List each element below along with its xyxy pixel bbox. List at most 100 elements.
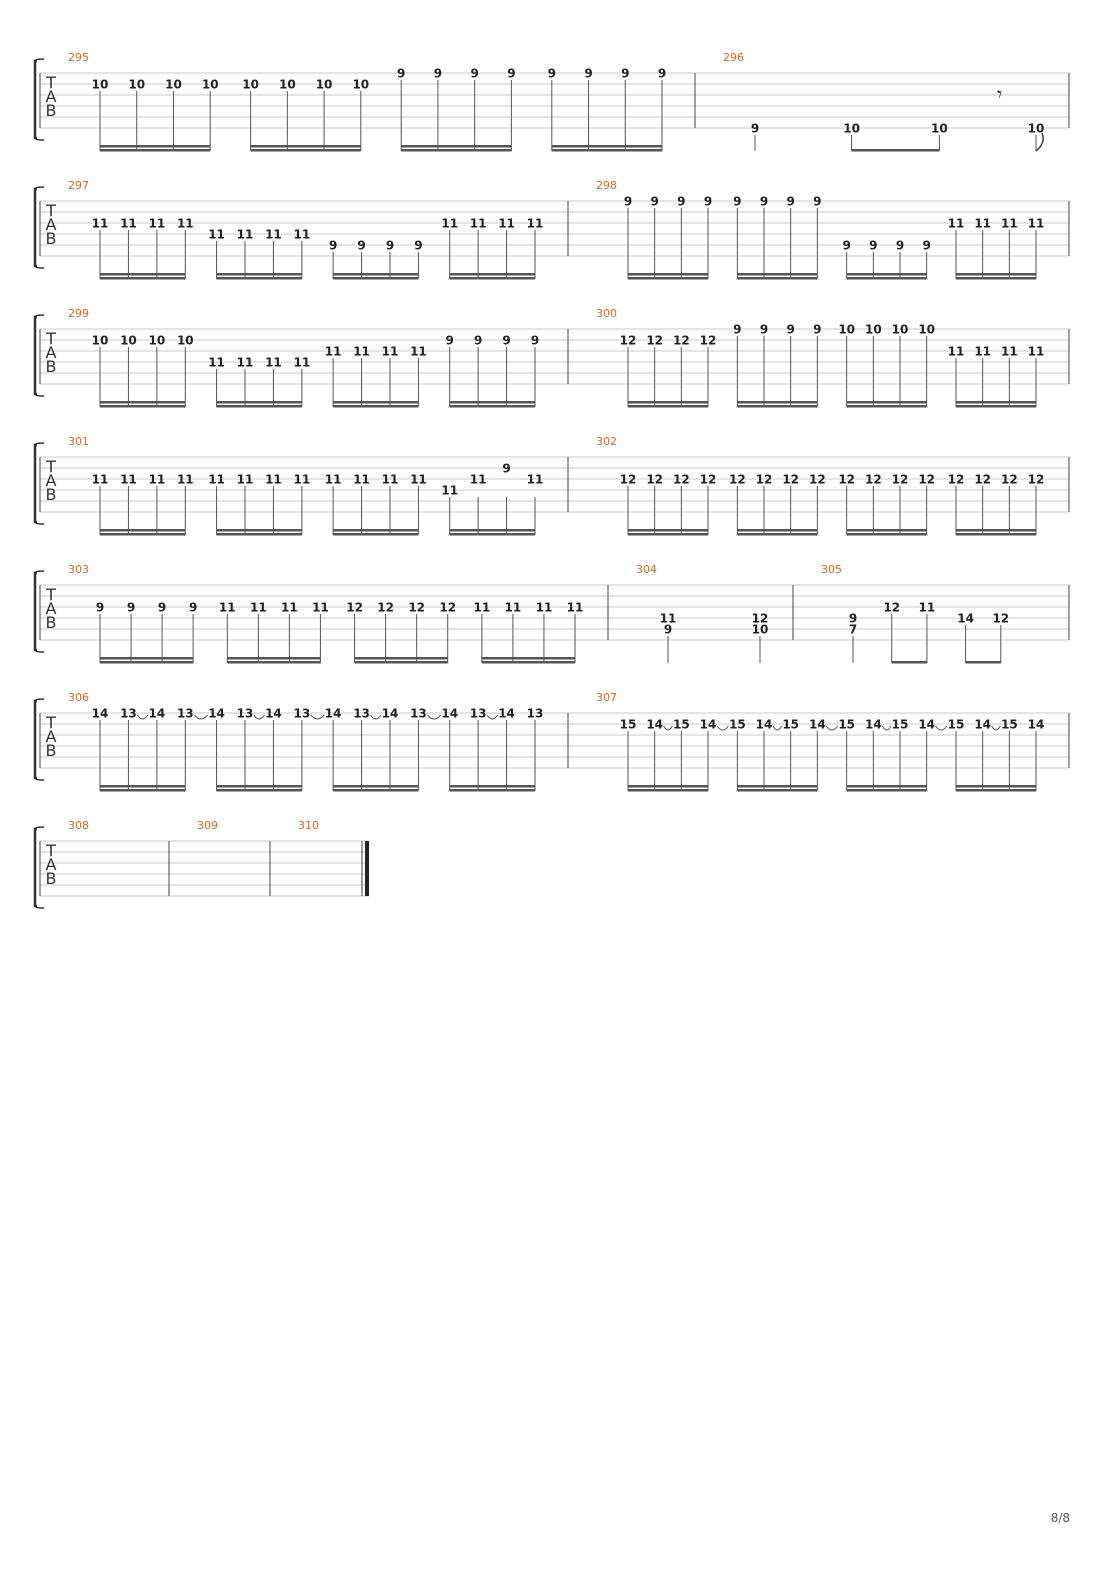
fret-number: 11 bbox=[1028, 345, 1045, 359]
measure-number: 297 bbox=[68, 179, 89, 192]
fret-number: 11 bbox=[410, 345, 427, 359]
beam bbox=[737, 533, 818, 536]
fret-number: 9 bbox=[446, 334, 454, 348]
final-barline-thick bbox=[365, 841, 369, 896]
fret-number: 10 bbox=[352, 78, 369, 92]
fret-number: 11 bbox=[1028, 217, 1045, 231]
beam bbox=[401, 149, 512, 152]
fret-number: 14 bbox=[918, 718, 935, 732]
beam bbox=[333, 401, 419, 404]
measure-number: 306 bbox=[68, 691, 89, 704]
fret-number: 10 bbox=[752, 623, 769, 637]
beam bbox=[891, 661, 927, 664]
beam bbox=[846, 785, 927, 788]
beam bbox=[227, 661, 321, 664]
fret-number: 12 bbox=[756, 473, 773, 487]
fret-number: 11 bbox=[948, 345, 965, 359]
fret-number: 11 bbox=[177, 473, 194, 487]
tab-clef-letter: A bbox=[46, 855, 57, 874]
system-bracket bbox=[33, 315, 37, 396]
slur bbox=[427, 714, 442, 720]
fret-number: 10 bbox=[128, 78, 145, 92]
fret-number: 12 bbox=[752, 612, 769, 626]
system-bracket bbox=[33, 571, 37, 652]
beam bbox=[100, 533, 186, 536]
measure: 310 bbox=[298, 819, 369, 896]
fret-number: 11 bbox=[1001, 217, 1018, 231]
fret-number: 9 bbox=[434, 67, 442, 81]
beam bbox=[846, 529, 927, 532]
fret-number: 12 bbox=[620, 473, 637, 487]
beam bbox=[737, 785, 818, 788]
fret-number: 12 bbox=[700, 473, 717, 487]
fret-number: 15 bbox=[729, 718, 746, 732]
fret-number: 11 bbox=[470, 473, 487, 487]
fret-number: 9 bbox=[357, 239, 365, 253]
tab-clef-letter: B bbox=[46, 357, 57, 376]
beam bbox=[354, 657, 448, 660]
fret-number: 9 bbox=[813, 195, 821, 209]
tab-clef-letter: T bbox=[45, 73, 56, 92]
fret-number: 11 bbox=[294, 228, 311, 242]
beam bbox=[401, 145, 512, 148]
fret-number: 13 bbox=[470, 707, 487, 721]
fret-number: 11 bbox=[281, 601, 298, 615]
beam bbox=[851, 149, 940, 152]
tab-clef-letter: A bbox=[46, 471, 57, 490]
fret-number: 14 bbox=[809, 718, 826, 732]
fret-number: 15 bbox=[1001, 718, 1018, 732]
fret-number: 12 bbox=[700, 334, 717, 348]
beam bbox=[628, 405, 708, 408]
fret-number: 9 bbox=[621, 67, 629, 81]
beam bbox=[737, 401, 818, 404]
beam bbox=[737, 789, 818, 792]
fret-number: 12 bbox=[439, 601, 456, 615]
measure: 308 bbox=[68, 819, 170, 896]
fret-number: 9 bbox=[502, 462, 510, 476]
beam bbox=[354, 661, 448, 664]
fret-number: 11 bbox=[536, 601, 553, 615]
fret-number: 14 bbox=[208, 707, 225, 721]
fret-number: 14 bbox=[92, 707, 109, 721]
tab-clef-letter: B bbox=[46, 613, 57, 632]
fret-number: 11 bbox=[325, 345, 342, 359]
beam bbox=[100, 401, 186, 404]
fret-number: 12 bbox=[646, 473, 663, 487]
beam bbox=[449, 277, 535, 280]
bracket-top-curl bbox=[34, 186, 45, 190]
measure-number: 302 bbox=[596, 435, 617, 448]
beam bbox=[956, 277, 1036, 280]
fret-number: 14 bbox=[865, 718, 882, 732]
fret-number: 9 bbox=[158, 601, 166, 615]
beam bbox=[846, 405, 927, 408]
beam bbox=[846, 273, 927, 276]
beam bbox=[216, 277, 302, 280]
beam bbox=[100, 145, 211, 148]
beam bbox=[100, 661, 194, 664]
fret-number: 9 bbox=[414, 239, 422, 253]
fret-number: 14 bbox=[149, 707, 166, 721]
slur bbox=[253, 714, 265, 720]
fret-number: 11 bbox=[474, 601, 491, 615]
tab-clef-letter: B bbox=[46, 485, 57, 504]
fret-number: 10 bbox=[892, 323, 909, 337]
measure-number: 307 bbox=[596, 691, 617, 704]
beam bbox=[449, 273, 535, 276]
fret-number: 13 bbox=[294, 707, 311, 721]
fret-number: 9 bbox=[548, 67, 556, 81]
beat-group: 119 bbox=[660, 612, 676, 663]
fret-number: 11 bbox=[498, 217, 515, 231]
